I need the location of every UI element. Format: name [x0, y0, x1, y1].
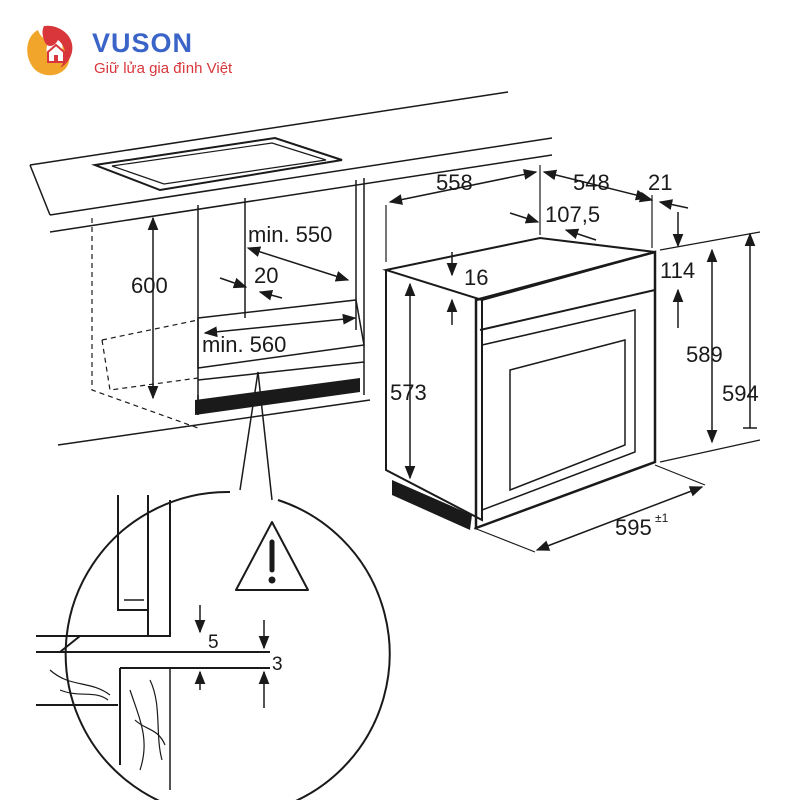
gap-lower-label: 3	[272, 654, 283, 675]
cabinet	[29, 91, 553, 501]
oven-body-depth-dimension	[542, 169, 650, 201]
oven-window	[509, 339, 626, 492]
cabinet-width-dimension	[203, 313, 357, 338]
hob	[91, 136, 343, 192]
width-tolerance-label: ±1	[655, 511, 669, 525]
oven	[382, 165, 761, 553]
gap-upper-label: 5	[208, 632, 219, 653]
cabinet-depth-dimension	[246, 246, 350, 282]
cabinet-width-label: min. 560	[202, 332, 286, 357]
cabinet-height-label: 600	[131, 273, 168, 298]
total-width-label: 595	[615, 515, 652, 540]
oven-dimensions: 558 548 21 107,5 16 573 114 589 594 595	[388, 169, 759, 551]
mount-offset-label: 107,5	[545, 202, 600, 227]
cabinet-dimensions: 600 min. 550 20 min. 560	[131, 216, 357, 400]
niche-height-label: 573	[390, 380, 427, 405]
oven-depth-dimension	[388, 169, 538, 205]
detail-circle	[64, 490, 391, 800]
oven-door	[474, 250, 657, 530]
total-width-dimension	[535, 486, 704, 551]
detail-callout: 5 3	[36, 490, 391, 800]
front-thickness-label: 21	[648, 170, 672, 195]
vent-gap-label: 20	[254, 263, 278, 288]
flame-house-logo-icon	[27, 25, 73, 76]
top-clearance-label: 16	[464, 265, 488, 290]
brand-logo: VUSON Giữ lửa gia đình Việt	[18, 18, 278, 88]
oven-depth-label: 558	[436, 170, 473, 195]
oven-body-depth-label: 548	[573, 170, 610, 195]
total-height-label: 594	[722, 381, 759, 406]
plinth	[195, 378, 360, 415]
warning-triangle-icon	[235, 521, 309, 591]
body-height-label: 589	[686, 342, 723, 367]
cabinet-depth-label: min. 550	[248, 222, 332, 247]
brand-slogan: Giữ lửa gia đình Việt	[94, 60, 233, 77]
brand-name: VUSON	[92, 28, 194, 58]
control-panel-height-label: 114	[660, 258, 695, 283]
